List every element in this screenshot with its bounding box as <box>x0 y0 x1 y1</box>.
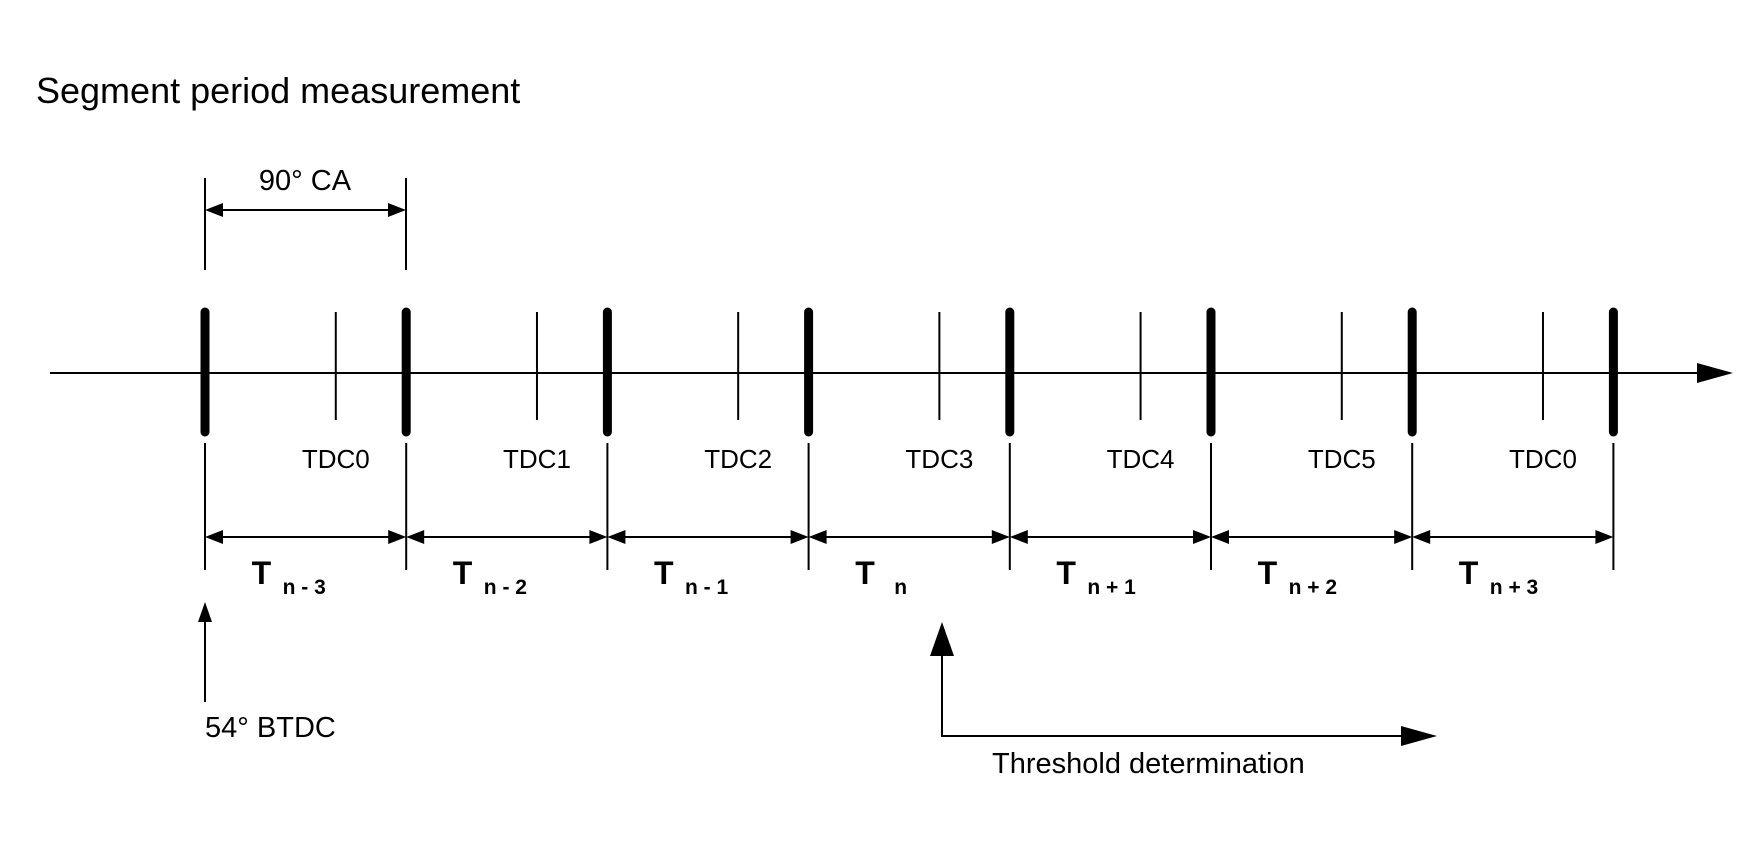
threshold-pointer: Threshold determination <box>930 622 1437 780</box>
period-left-arrowhead <box>205 530 223 544</box>
period-left-arrowhead <box>808 530 827 544</box>
period-symbol: T <box>855 555 875 591</box>
tdc-label: TDC3 <box>905 444 973 474</box>
period-right-arrowhead <box>1595 530 1614 544</box>
period-symbol: T <box>1258 555 1278 591</box>
period-symbol: T <box>252 555 272 591</box>
period-symbol: T <box>654 555 674 591</box>
span-right-arrowhead <box>388 203 406 217</box>
period-right-arrowhead <box>991 530 1010 544</box>
period-subscript: n - 3 <box>283 576 326 599</box>
tdc-markers <box>334 312 1544 420</box>
tdc-label: TDC0 <box>1509 444 1577 474</box>
period-symbol: T <box>453 555 473 591</box>
period-symbol: T <box>1056 555 1076 591</box>
period-subscript: n <box>894 576 907 599</box>
period-right-arrowhead <box>1394 530 1413 544</box>
span-left-arrowhead <box>205 203 223 217</box>
tdc-labels: TDC0 TDC1 TDC2 TDC3 TDC4 TDC5 TDC0 <box>302 444 1577 474</box>
threshold-path <box>941 654 1405 737</box>
period-right-arrowhead <box>388 530 407 544</box>
period-left-arrowhead <box>406 530 425 544</box>
period-subscript: n - 2 <box>484 576 527 599</box>
tdc-label: TDC0 <box>302 444 370 474</box>
crank-axis <box>50 363 1733 383</box>
period-left-arrowhead <box>1009 530 1028 544</box>
period-subscript: n + 1 <box>1087 576 1136 599</box>
span-label: 90° CA <box>259 165 352 197</box>
period-right-arrowhead <box>790 530 809 544</box>
threshold-label: Threshold determination <box>992 748 1305 780</box>
period-subscript: n - 1 <box>685 576 728 599</box>
tdc-label: TDC1 <box>503 444 571 474</box>
tdc-label: TDC5 <box>1308 444 1376 474</box>
period-subscript: n + 3 <box>1490 576 1538 599</box>
start-label: 54° BTDC <box>205 712 336 744</box>
start-pointer: 54° BTDC <box>198 602 336 744</box>
period-subscript: n + 2 <box>1289 576 1337 599</box>
threshold-right-arrowhead <box>1401 726 1437 746</box>
period-right-arrowhead <box>1193 530 1211 544</box>
axis-arrowhead <box>1697 363 1733 383</box>
threshold-up-arrowhead <box>930 622 954 656</box>
period-symbol: T <box>1459 555 1479 591</box>
tdc-label: TDC2 <box>704 444 772 474</box>
period-right-arrowhead <box>589 530 608 544</box>
period-left-arrowhead <box>607 530 626 544</box>
span-indicator: 90° CA <box>204 165 407 270</box>
period-left-arrowhead <box>1211 530 1229 544</box>
diagram-title: Segment period measurement <box>36 70 520 111</box>
tdc-label: TDC4 <box>1107 444 1175 474</box>
period-dimensions <box>204 443 1615 570</box>
start-arrowhead <box>198 602 212 622</box>
period-left-arrowhead <box>1412 530 1431 544</box>
segment-markers <box>200 307 1618 437</box>
